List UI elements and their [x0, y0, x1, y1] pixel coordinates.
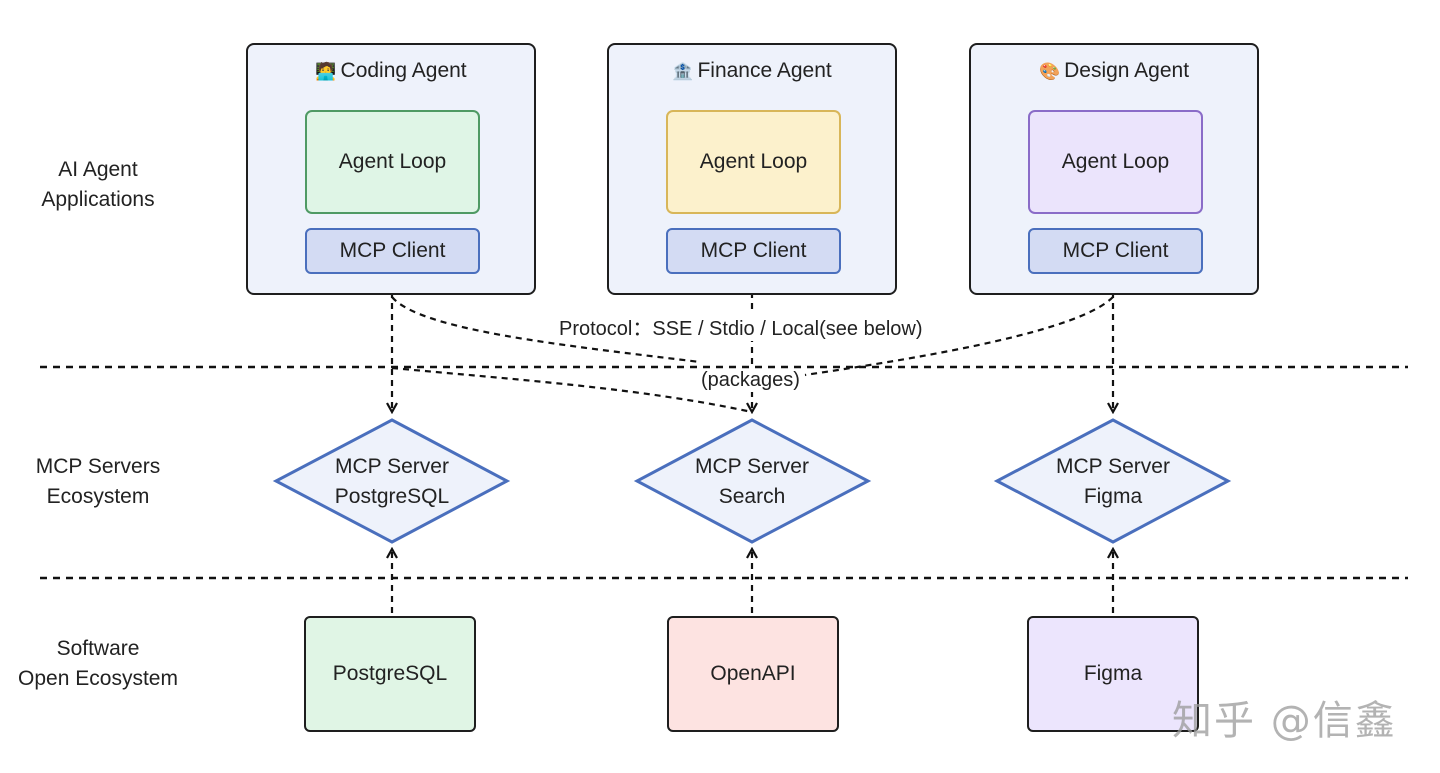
- mcp-client-box: MCP Client: [1028, 228, 1203, 274]
- server-label-line: Figma: [1083, 485, 1143, 508]
- software-box-figma: Figma: [1027, 616, 1199, 732]
- palette-icon: 🎨: [1038, 62, 1061, 81]
- mcp-client-box: MCP Client: [666, 228, 841, 274]
- server-label-line: MCP Server: [335, 455, 449, 478]
- bank-icon: 🏦: [672, 62, 694, 81]
- protocol-curve-right: [804, 296, 1114, 377]
- server-label-line: MCP Server: [695, 455, 809, 478]
- agent-title: 🎨Design Agent: [971, 59, 1257, 83]
- protocol-label: Protocol：SSE / Stdio / Local(see below): [557, 312, 925, 341]
- mcp-server-label-figma: MCP Server Figma: [995, 452, 1231, 512]
- layer-label-applications: AI Agent Applications: [0, 155, 198, 215]
- mcp-server-diamond: [633, 418, 872, 544]
- watermark: 知乎 @信鑫: [1172, 698, 1397, 744]
- layer-label-software: Software Open Ecosystem: [0, 634, 198, 694]
- layer-label-line: Applications: [41, 188, 155, 211]
- agent-title: 🏦Finance Agent: [609, 59, 895, 83]
- protocol-label-packages: (packages): [699, 369, 802, 392]
- agent-title-text: Coding Agent: [340, 59, 467, 82]
- mcp-server-label-postgresql: MCP Server PostgreSQL: [274, 452, 510, 512]
- agent-title-text: Design Agent: [1064, 59, 1190, 82]
- layer-label-line: AI Agent: [58, 158, 138, 181]
- agent-title: 🧑‍💻Coding Agent: [248, 59, 534, 83]
- mcp-client-box: MCP Client: [305, 228, 480, 274]
- server-label-line: Search: [718, 485, 786, 508]
- agent-card-finance: 🏦Finance Agent Agent Loop MCP Client: [607, 43, 897, 295]
- layer-label-servers: MCP Servers Ecosystem: [0, 452, 198, 512]
- agent-card-coding: 🧑‍💻Coding Agent Agent Loop MCP Client: [246, 43, 536, 295]
- software-box-openapi: OpenAPI: [667, 616, 839, 732]
- server-label-line: PostgreSQL: [334, 485, 450, 508]
- agent-card-design: 🎨Design Agent Agent Loop MCP Client: [969, 43, 1259, 295]
- layer-label-line: Software: [56, 637, 140, 660]
- agent-loop-box: Agent Loop: [1028, 110, 1203, 214]
- software-box-postgresql: PostgreSQL: [304, 616, 476, 732]
- protocol-curve-center-left: [391, 366, 753, 414]
- agent-title-text: Finance Agent: [697, 59, 832, 82]
- agent-loop-box: Agent Loop: [666, 110, 841, 214]
- coder-icon: 🧑‍💻: [315, 62, 337, 81]
- layer-label-line: Ecosystem: [46, 485, 150, 508]
- mcp-server-diamond: [272, 418, 511, 544]
- layer-label-line: MCP Servers: [35, 455, 161, 478]
- mcp-server-diamond: [993, 418, 1232, 544]
- layer-label-line: Open Ecosystem: [18, 667, 178, 690]
- mcp-server-label-search: MCP Server Search: [634, 452, 870, 512]
- agent-loop-box: Agent Loop: [305, 110, 480, 214]
- server-label-line: MCP Server: [1056, 455, 1170, 478]
